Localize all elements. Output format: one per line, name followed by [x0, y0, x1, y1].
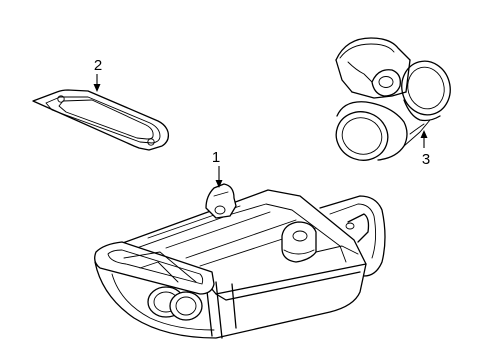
duct-part-3 [335, 37, 451, 161]
callout-3: 3 [420, 130, 430, 168]
svg-text:2: 2 [94, 57, 102, 74]
svg-text:1: 1 [212, 149, 220, 166]
gasket-part-2 [32, 89, 170, 151]
svg-text:3: 3 [422, 151, 430, 168]
callout-2: 2 [93, 57, 102, 92]
housing-part-1 [94, 183, 386, 339]
callout-1: 1 [212, 149, 223, 188]
